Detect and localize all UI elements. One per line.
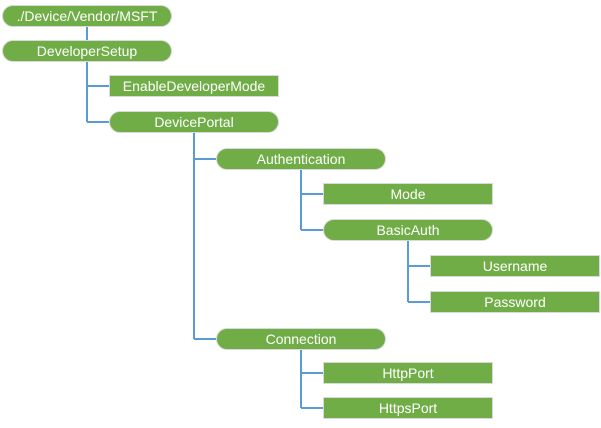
node-label-enable_developer_mode: EnableDeveloperMode [122,78,266,94]
node-username: Username [430,255,600,277]
node-label-https_port: HttpsPort [378,400,438,416]
node-device_portal: DevicePortal [109,111,279,133]
node-label-mode: Mode [390,186,426,202]
node-basic_auth: BasicAuth [323,219,493,241]
node-mode: Mode [323,183,493,205]
node-enable_developer_mode: EnableDeveloperMode [109,75,279,97]
node-https_port: HttpsPort [323,397,493,419]
node-developer_setup: DeveloperSetup [2,40,172,62]
node-password: Password [430,291,600,313]
node-label-authentication: Authentication [256,151,346,167]
node-connection: Connection [216,328,386,350]
node-label-http_port: HttpPort [382,365,434,381]
node-label-username: Username [482,258,548,274]
node-msft: ./Device/Vendor/MSFT [2,5,172,27]
node-label-password: Password [484,294,546,310]
node-label-basic_auth: BasicAuth [376,222,440,238]
node-http_port: HttpPort [323,362,493,384]
node-label-developer_setup: DeveloperSetup [36,43,138,59]
node-label-connection: Connection [265,331,337,347]
node-label-msft: ./Device/Vendor/MSFT [16,8,158,24]
node-authentication: Authentication [216,148,386,170]
node-label-device_portal: DevicePortal [154,114,234,130]
